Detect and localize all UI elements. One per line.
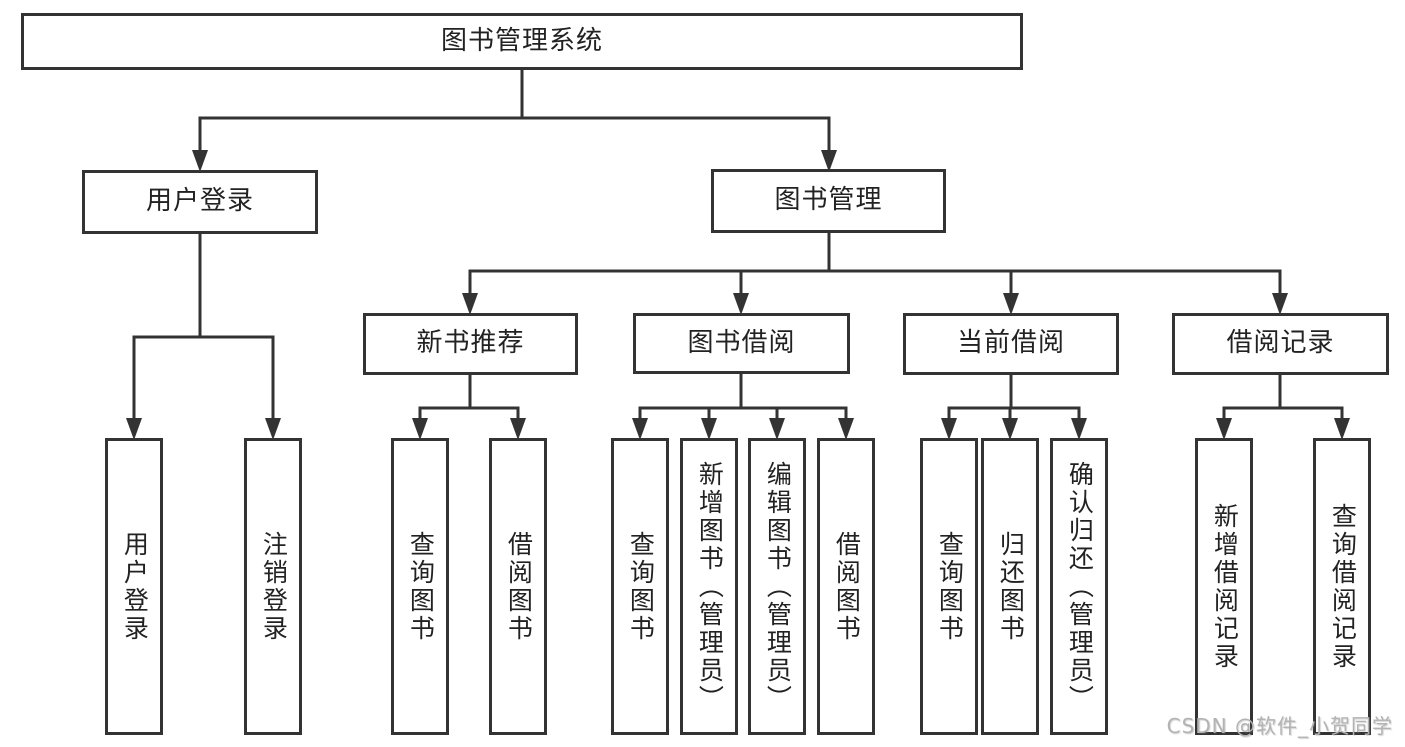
node-label: 查询图书 bbox=[406, 530, 436, 643]
arrow-icon bbox=[838, 418, 854, 440]
leaf-add-books-admin: 新增图书（管理员） bbox=[680, 438, 738, 735]
arrow-icon bbox=[733, 293, 749, 315]
leaf-borrow-books-recommend: 借阅图书 bbox=[489, 438, 547, 735]
arrow-icon bbox=[1003, 293, 1019, 315]
node-label: 确认归还（管理员） bbox=[1065, 460, 1095, 713]
node-label: 归还图书 bbox=[996, 530, 1026, 643]
node-label: 新增图书（管理员） bbox=[695, 460, 725, 713]
arrowheads bbox=[126, 150, 1350, 440]
arrow-icon bbox=[821, 150, 837, 172]
arrow-icon bbox=[701, 418, 717, 440]
node-label: 编辑图书（管理员） bbox=[763, 460, 793, 713]
node-label: 新增借阅记录 bbox=[1210, 502, 1240, 671]
node-label: 查询图书 bbox=[935, 530, 965, 643]
leaf-return-books: 归还图书 bbox=[981, 438, 1039, 735]
node-label: 图书借阅 bbox=[687, 327, 796, 358]
leaf-query-books-recommend: 查询图书 bbox=[391, 438, 449, 735]
node-label: 查询借阅记录 bbox=[1328, 502, 1358, 671]
edge-bookborrow-to-leaves bbox=[638, 373, 848, 425]
arrow-icon bbox=[1002, 418, 1018, 440]
arrow-icon bbox=[1334, 418, 1350, 440]
node-root: 图书管理系统 bbox=[21, 13, 1023, 70]
node-borrow-records: 借阅记录 bbox=[1172, 313, 1389, 375]
arrow-icon bbox=[769, 418, 785, 440]
leaf-add-borrow-record: 新增借阅记录 bbox=[1195, 438, 1253, 735]
leaf-query-books-borrow: 查询图书 bbox=[611, 438, 669, 735]
arrow-icon bbox=[265, 418, 281, 440]
arrow-icon bbox=[1272, 293, 1288, 315]
arrow-icon bbox=[632, 418, 648, 440]
node-label: 新书推荐 bbox=[416, 328, 525, 359]
node-label: 当前借阅 bbox=[956, 328, 1065, 359]
arrow-icon bbox=[941, 418, 957, 440]
node-label: 用户登录 bbox=[120, 530, 150, 643]
node-label: 图书管理系统 bbox=[440, 25, 603, 56]
leaf-query-books-current: 查询图书 bbox=[920, 438, 978, 735]
node-label: 注销登录 bbox=[259, 530, 289, 643]
node-current-borrow: 当前借阅 bbox=[903, 313, 1119, 375]
edge-borrowrecords-to-leaves bbox=[1222, 373, 1344, 425]
node-label: 借阅图书 bbox=[504, 530, 534, 643]
node-label: 借阅记录 bbox=[1226, 328, 1335, 359]
leaf-logout: 注销登录 bbox=[244, 438, 302, 735]
node-book-borrow: 图书借阅 bbox=[633, 313, 850, 374]
arrow-icon bbox=[192, 150, 208, 172]
edge-newbook-to-leaves bbox=[418, 373, 520, 425]
arrow-icon bbox=[510, 418, 526, 440]
leaf-confirm-return-admin: 确认归还（管理员） bbox=[1050, 438, 1108, 735]
arrow-icon bbox=[462, 293, 478, 315]
leaf-edit-books-admin: 编辑图书（管理员） bbox=[748, 438, 806, 735]
arrow-icon bbox=[412, 418, 428, 440]
edge-bookmgmt-to-level3 bbox=[468, 231, 1282, 300]
node-label: 查询图书 bbox=[626, 530, 656, 643]
leaf-query-borrow-record: 查询借阅记录 bbox=[1313, 438, 1371, 735]
leaf-borrow-books: 借阅图书 bbox=[817, 438, 875, 735]
edge-root-to-level2 bbox=[198, 67, 831, 157]
edge-userlogin-to-leaves bbox=[132, 232, 275, 425]
node-label: 借阅图书 bbox=[832, 530, 862, 643]
node-label: 用户登录 bbox=[145, 186, 254, 217]
node-book-management: 图书管理 bbox=[711, 169, 946, 233]
node-new-book-recommend: 新书推荐 bbox=[363, 313, 578, 375]
node-label: 图书管理 bbox=[774, 185, 883, 216]
edge-currentborrow-to-leaves bbox=[947, 373, 1081, 425]
arrow-icon bbox=[1216, 418, 1232, 440]
leaf-user-login: 用户登录 bbox=[105, 438, 163, 735]
csdn-watermark: CSDN @软件_小贺同学 bbox=[1166, 714, 1393, 738]
node-user-login: 用户登录 bbox=[82, 170, 318, 234]
arrow-icon bbox=[1071, 418, 1087, 440]
arrow-icon bbox=[126, 418, 142, 440]
